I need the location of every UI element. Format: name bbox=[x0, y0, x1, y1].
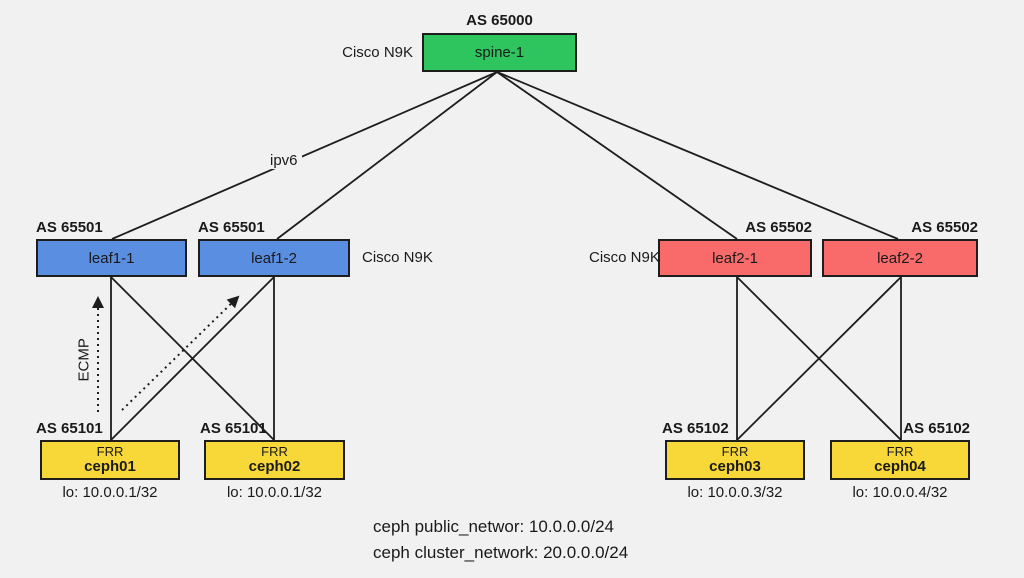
leaf1-2-node: leaf1-2 bbox=[198, 239, 350, 277]
ceph03-loopback-label: lo: 10.0.0.3/32 bbox=[687, 484, 783, 501]
ecmp-label: ECMP bbox=[75, 338, 93, 382]
ceph01-node: FRR ceph01 bbox=[40, 440, 180, 480]
ceph04-loopback-label: lo: 10.0.0.4/32 bbox=[852, 484, 948, 501]
leaf1-1-as-label: AS 65501 bbox=[36, 219, 103, 236]
spine-node: spine-1 bbox=[422, 33, 577, 72]
ceph01-loopback-label: lo: 10.0.0.1/32 bbox=[62, 484, 158, 501]
ceph04-node-label: ceph04 bbox=[874, 458, 926, 475]
leaf2-1-node-label: leaf2-1 bbox=[712, 249, 758, 267]
ceph01-node-label: ceph01 bbox=[84, 458, 136, 475]
leaf2-1-as-label: AS 65502 bbox=[745, 219, 812, 236]
ceph03-as-label: AS 65102 bbox=[662, 420, 729, 437]
cluster-network-note: ceph cluster_network: 20.0.0.0/24 bbox=[373, 543, 629, 562]
leaf1-2-as-label: AS 65501 bbox=[198, 219, 265, 236]
spine-device-label: Cisco N9K bbox=[342, 44, 413, 61]
ceph04-as-label: AS 65102 bbox=[903, 420, 970, 437]
right-leaf-group-device-label: Cisco N9K bbox=[589, 249, 660, 266]
ceph02-node: FRR ceph02 bbox=[204, 440, 345, 480]
left-leaf-ceph-links bbox=[110, 276, 275, 441]
leaf2-2-node: leaf2-2 bbox=[822, 239, 978, 277]
ipv6-edge-label: ipv6 bbox=[266, 152, 302, 169]
ceph02-node-label: ceph02 bbox=[248, 458, 301, 475]
leaf2-2-as-label: AS 65502 bbox=[911, 219, 978, 236]
ceph04-node: FRR ceph04 bbox=[830, 440, 970, 480]
ceph04-service-label: FRR bbox=[886, 444, 914, 459]
spine-as-label: AS 65000 bbox=[466, 12, 533, 29]
spine-node-label: spine-1 bbox=[474, 44, 525, 61]
leaf2-2-node-label: leaf2-2 bbox=[877, 249, 923, 267]
right-leaf-ceph-links bbox=[736, 276, 902, 441]
leaf1-1-node: leaf1-1 bbox=[36, 239, 187, 277]
ecmp-arrows bbox=[92, 295, 240, 412]
ceph03-node-label: ceph03 bbox=[709, 458, 761, 475]
left-leaf-group-device-label: Cisco N9K bbox=[362, 249, 433, 266]
ceph01-as-label: AS 65101 bbox=[36, 420, 103, 437]
ceph03-node: FRR ceph03 bbox=[665, 440, 805, 480]
ceph02-as-label: AS 65101 bbox=[200, 420, 267, 437]
network-notes: ceph public_networ: 10.0.0.0/24 ceph clu… bbox=[373, 514, 628, 566]
ceph02-loopback-label: lo: 10.0.0.1/32 bbox=[226, 484, 323, 501]
spine-leaf-links bbox=[111, 71, 899, 240]
public-network-note: ceph public_networ: 10.0.0.0/24 bbox=[373, 517, 615, 536]
ceph02-service-label: FRR bbox=[261, 444, 288, 459]
ceph01-service-label: FRR bbox=[96, 444, 124, 459]
leaf2-1-node: leaf2-1 bbox=[658, 239, 812, 277]
ceph03-service-label: FRR bbox=[721, 444, 749, 459]
leaf1-1-node-label: leaf1-1 bbox=[88, 249, 135, 267]
leaf1-2-node-label: leaf1-2 bbox=[251, 249, 297, 267]
